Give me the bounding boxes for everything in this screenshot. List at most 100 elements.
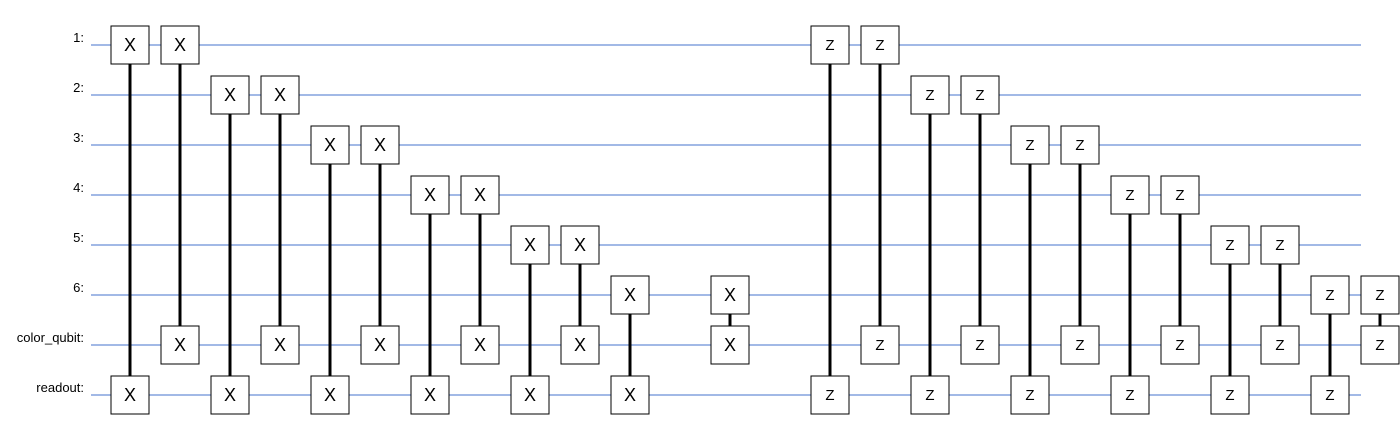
gate-x: X [460, 325, 500, 365]
gate-box [1010, 125, 1050, 165]
gate-x: X [710, 325, 750, 365]
gate-box [1010, 375, 1050, 415]
gate-z: Z [1210, 375, 1250, 415]
gate-box [610, 375, 650, 415]
gate-z: Z [1060, 125, 1100, 165]
gate-box [810, 25, 850, 65]
gate-z: Z [1310, 275, 1350, 315]
qubit-labels: 1:2:3:4:5:6:color_qubit:readout: [17, 30, 84, 395]
gate-label: X [324, 135, 336, 155]
gate-box [1310, 275, 1350, 315]
qubit-label-5: 5: [73, 230, 84, 245]
qubit-label-6: 6: [73, 280, 84, 295]
gate-box [810, 375, 850, 415]
gate-label: Z [1225, 387, 1234, 404]
gate-z: Z [860, 25, 900, 65]
gate-box [360, 325, 400, 365]
gate-label: Z [1175, 337, 1184, 354]
gate-x: X [160, 25, 200, 65]
gate-z: Z [910, 75, 950, 115]
gate-label: Z [1275, 337, 1284, 354]
gate-box [1160, 325, 1200, 365]
gate-box [510, 225, 550, 265]
gate-box [310, 375, 350, 415]
gate-label: Z [1275, 237, 1284, 254]
gate-label: X [274, 335, 286, 355]
gate-label: Z [1375, 287, 1384, 304]
gate-label: X [324, 385, 336, 405]
gate-box [610, 275, 650, 315]
gate-z: Z [1360, 325, 1400, 365]
gate-box [160, 25, 200, 65]
gate-box [210, 75, 250, 115]
gate-box [960, 75, 1000, 115]
gate-label: X [624, 385, 636, 405]
gate-label: Z [1375, 337, 1384, 354]
gate-x: X [310, 125, 350, 165]
gate-label: Z [1325, 287, 1334, 304]
gate-label: X [174, 335, 186, 355]
gate-x: X [610, 275, 650, 315]
gate-x: X [410, 375, 450, 415]
gate-x: X [260, 325, 300, 365]
gate-x: X [510, 225, 550, 265]
gate-z: Z [1060, 325, 1100, 365]
gate-box [1360, 275, 1400, 315]
gate-label: Z [875, 37, 884, 54]
gate-box [910, 375, 950, 415]
gate-x: X [710, 275, 750, 315]
gate-box [460, 325, 500, 365]
gate-label: X [374, 335, 386, 355]
gate-x: X [610, 375, 650, 415]
gate-box [260, 325, 300, 365]
gate-label: Z [975, 337, 984, 354]
gate-x: X [110, 25, 150, 65]
gate-label: X [474, 185, 486, 205]
gate-box [410, 175, 450, 215]
gate-z: Z [1210, 225, 1250, 265]
gate-x: X [460, 175, 500, 215]
gate-z: Z [910, 375, 950, 415]
gate-box [1160, 175, 1200, 215]
gate-box [710, 275, 750, 315]
qubit-label-3: 3: [73, 130, 84, 145]
gate-x: X [410, 175, 450, 215]
gate-box [110, 375, 150, 415]
gate-x: X [360, 125, 400, 165]
gate-z: Z [810, 375, 850, 415]
gate-label: Z [925, 387, 934, 404]
qubit-label-2: 2: [73, 80, 84, 95]
gate-z: Z [1110, 175, 1150, 215]
gate-box [260, 75, 300, 115]
gate-box [310, 125, 350, 165]
gate-box [1360, 325, 1400, 365]
gate-box [410, 375, 450, 415]
gate-label: Z [1125, 387, 1134, 404]
gate-label: Z [1225, 237, 1234, 254]
gate-box [710, 325, 750, 365]
gate-label: Z [875, 337, 884, 354]
qubit-label-color-qubit: color_qubit: [17, 330, 84, 345]
gate-box [560, 325, 600, 365]
gate-label: X [724, 285, 736, 305]
gate-x: X [160, 325, 200, 365]
gate-x: X [560, 225, 600, 265]
gate-z: Z [1260, 325, 1300, 365]
gate-box [510, 375, 550, 415]
gate-label: Z [1325, 387, 1334, 404]
gate-label: Z [1025, 137, 1034, 154]
gate-label: X [424, 185, 436, 205]
gate-connectors [128, 45, 1382, 395]
gate-label: Z [825, 37, 834, 54]
gate-z: Z [1310, 375, 1350, 415]
gate-label: X [624, 285, 636, 305]
gates: XXXXXXXXXXXXXXXXXXXXXXXXZZZZZZZZZZZZZZZZ… [110, 25, 1400, 415]
gate-label: X [274, 85, 286, 105]
gate-z: Z [810, 25, 850, 65]
gate-label: X [224, 85, 236, 105]
gate-label: Z [1175, 187, 1184, 204]
gate-z: Z [960, 75, 1000, 115]
gate-box [560, 225, 600, 265]
qubit-label-1: 1: [73, 30, 84, 45]
gate-label: X [124, 385, 136, 405]
